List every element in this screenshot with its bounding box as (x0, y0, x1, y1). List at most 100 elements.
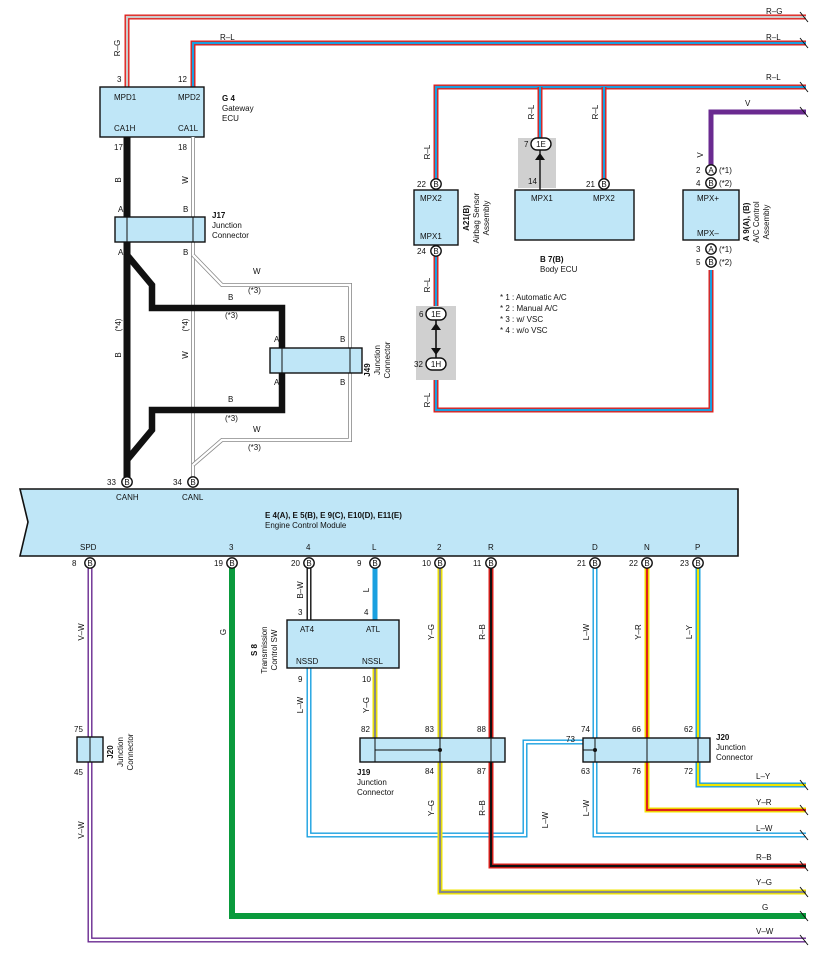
label-ly: L–Y (685, 624, 694, 639)
label-ly-2: L–Y (756, 772, 771, 781)
ac-mpx-plus: MPX+ (697, 194, 719, 203)
body-pin-mpx2-letter: B (601, 180, 606, 189)
j17-name-2: Connector (212, 231, 249, 240)
j20b-pin63: 63 (581, 767, 590, 776)
ecm-bottom-label-0: SPD (80, 543, 97, 552)
label-yg-4: Y–G (756, 878, 772, 887)
label-w-4-note: (*3) (248, 443, 261, 452)
trans-pin4: 4 (364, 608, 369, 617)
label-w-4: W (253, 425, 261, 434)
label-vw-2: V–W (77, 821, 86, 839)
ac-note-2: (*2) (719, 179, 732, 188)
wire-end-6 (799, 829, 809, 841)
trans-pin9: 9 (298, 675, 303, 684)
wire-end-2 (799, 81, 809, 93)
note-2: * 2 : Manual A/C (500, 304, 558, 313)
ecm-bottom-conn-7 (641, 557, 653, 569)
ac-note-3: (*1) (719, 245, 732, 254)
label-b-1: B (114, 177, 123, 182)
wire-end-3 (799, 106, 809, 118)
wire-rl-bottom-stripe (434, 255, 713, 412)
label-b-3: B (228, 293, 233, 302)
ac-pin-b1 (705, 177, 717, 189)
j19-pin87: 87 (477, 767, 486, 776)
wire-end-9 (799, 910, 809, 922)
label-g: G (219, 629, 228, 635)
j20b-id: J20 (716, 733, 730, 742)
label-rl-body: R–L (527, 104, 536, 119)
ecm-bottom-conn-8-letter: B (695, 559, 700, 568)
j49-name-2: Connector (383, 341, 392, 378)
trans-pin3: 3 (298, 608, 303, 617)
airbag-pin22: 22 (417, 180, 426, 189)
trans-atl: ATL (366, 625, 381, 634)
ecm-bottom-conn-6-letter: B (592, 559, 597, 568)
body-pin14: 14 (528, 177, 537, 186)
label-yg-2: Y–G (427, 624, 436, 640)
j20b-pin62: 62 (684, 725, 693, 734)
label-yg-3: Y–G (427, 800, 436, 816)
wire-rg-stripe (125, 15, 806, 90)
ecm-bottom-conn-1-letter: B (229, 559, 234, 568)
wire-lw-nssd-stripe (307, 668, 583, 837)
airbag-pin-bot-letter: B (433, 247, 438, 256)
label-b-2: B (114, 352, 123, 357)
ecm-bottom-pin-7: 22 (629, 559, 638, 568)
wire-end-4 (799, 779, 809, 791)
ac-assembly (682, 189, 740, 241)
conn-1e-mid-pin6: 6 (419, 310, 424, 319)
j49-id: J49 (363, 363, 372, 377)
mid-arrow-up (431, 323, 441, 330)
ecm-bottom-label-1: 3 (229, 543, 234, 552)
wire-yr-2-stripe (645, 762, 806, 812)
ac-note-1: (*1) (719, 166, 732, 175)
wire-end-10 (799, 934, 809, 946)
ecm-bottom-pin-0: 8 (72, 559, 77, 568)
ecm-bottom-pin-3: 9 (357, 559, 362, 568)
ecm-bottom-pin-5: 11 (473, 559, 482, 568)
label-lw-d: L–W (582, 623, 591, 640)
wire-v (708, 109, 806, 168)
gateway-ecu (99, 86, 205, 138)
ecm-bottom-label-3: L (372, 543, 377, 552)
j49-b-bot: B (340, 378, 345, 387)
ecm-bottom-conn-3 (369, 557, 381, 569)
j17-name-1: Junction (212, 221, 242, 230)
j49-b-top: B (340, 335, 345, 344)
ecm-pin-canl (187, 476, 199, 488)
ecm-bottom-label-6: D (592, 543, 598, 552)
j49-a-bot: A (274, 378, 280, 387)
j19-name-1: Junction (357, 778, 387, 787)
wire-ly-2-stripe (696, 762, 806, 787)
ac-id: A 9(A), (B) (742, 202, 751, 241)
wire-vw-2-stripe (88, 762, 806, 942)
ecm-bottom-conn-2 (303, 557, 315, 569)
label-lw-nssd-2: L–W (541, 811, 550, 828)
ecm-top-pin-34: 34 (173, 478, 182, 487)
airbag-mpx2: MPX2 (420, 194, 442, 203)
body-ecu (514, 189, 635, 241)
ac-pin-a1 (705, 164, 717, 176)
label-l: L (362, 587, 371, 592)
ecm-bottom-pin-8: 23 (680, 559, 689, 568)
body-pin21: 21 (586, 180, 595, 189)
label-w-3: W (253, 267, 261, 276)
ac-pin-a2-letter: A (708, 245, 714, 254)
j19-pin84: 84 (425, 767, 434, 776)
ecm-bottom-conn-5-letter: B (488, 559, 493, 568)
gw-mpd1: MPD1 (114, 93, 137, 102)
ecm-bottom-conn-0-letter: B (87, 559, 92, 568)
j17-b-bot: B (183, 248, 188, 257)
note-1: * 1 : Automatic A/C (500, 293, 567, 302)
label-w-note: (*4) (181, 318, 190, 331)
body-id: B 7(B) (540, 255, 564, 264)
body-arrow (535, 153, 545, 160)
j20b-dot (593, 748, 597, 752)
wire-end-1 (799, 37, 809, 49)
ecm-bottom-conn-0 (84, 557, 96, 569)
wire-w-branch-top (191, 253, 352, 350)
ecm-bottom-label-8: P (695, 543, 700, 552)
ecm-subtitle: Engine Control Module (265, 521, 347, 530)
ac-mpx-minus: MPX– (697, 229, 719, 238)
ecm-bottom-pin-6: 21 (577, 559, 586, 568)
